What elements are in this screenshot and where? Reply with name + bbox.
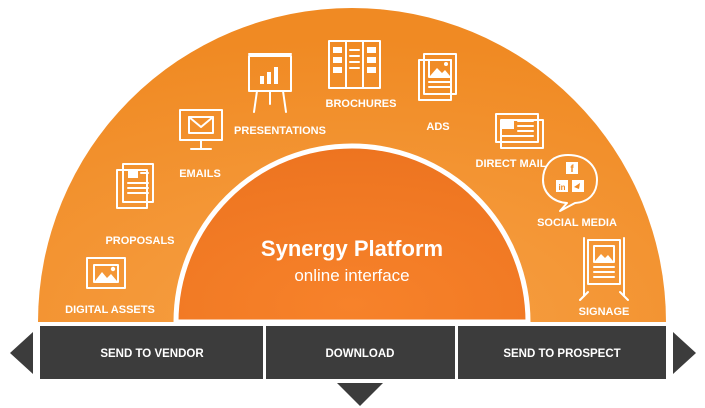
platform-subtitle: online interface [294,266,409,285]
digital-assets-icon [86,257,126,289]
emails-icon [179,109,223,150]
arrow-left-icon [10,332,33,374]
digital-assets-label: DIGITAL ASSETS [65,304,155,316]
social-media-label: SOCIAL MEDIA [537,217,617,229]
direct-mail-label: DIRECT MAIL [476,158,547,170]
presentations-label: PRESENTATIONS [234,125,326,137]
svg-text:f: f [570,164,574,175]
signage-icon [579,237,629,301]
svg-text:in: in [558,183,565,192]
arrow-down-icon [337,383,383,406]
proposals-icon [116,163,154,209]
emails-label: EMAILS [179,168,221,180]
direct-mail-icon [495,113,544,149]
send-to-vendor-label: SEND TO VENDOR [100,348,204,360]
ads-icon [418,53,457,101]
inner-semicircle [173,143,531,325]
download-label: DOWNLOAD [326,348,395,360]
brochures-label: BROCHURES [326,98,397,110]
presentations-icon [248,53,292,113]
signage-label: SIGNAGE [579,306,630,318]
send-to-prospect-label: SEND TO PROSPECT [503,348,620,360]
platform-title: Synergy Platform [261,236,443,261]
send-to-vendor-segment [40,326,263,379]
arrow-right-icon [673,332,696,374]
send-to-prospect-segment [458,326,666,379]
social-media-icon: f in [542,154,598,212]
download-segment [266,326,455,379]
ads-label: ADS [426,121,449,133]
proposals-label: PROPOSALS [105,235,174,247]
brochures-icon [328,40,381,89]
